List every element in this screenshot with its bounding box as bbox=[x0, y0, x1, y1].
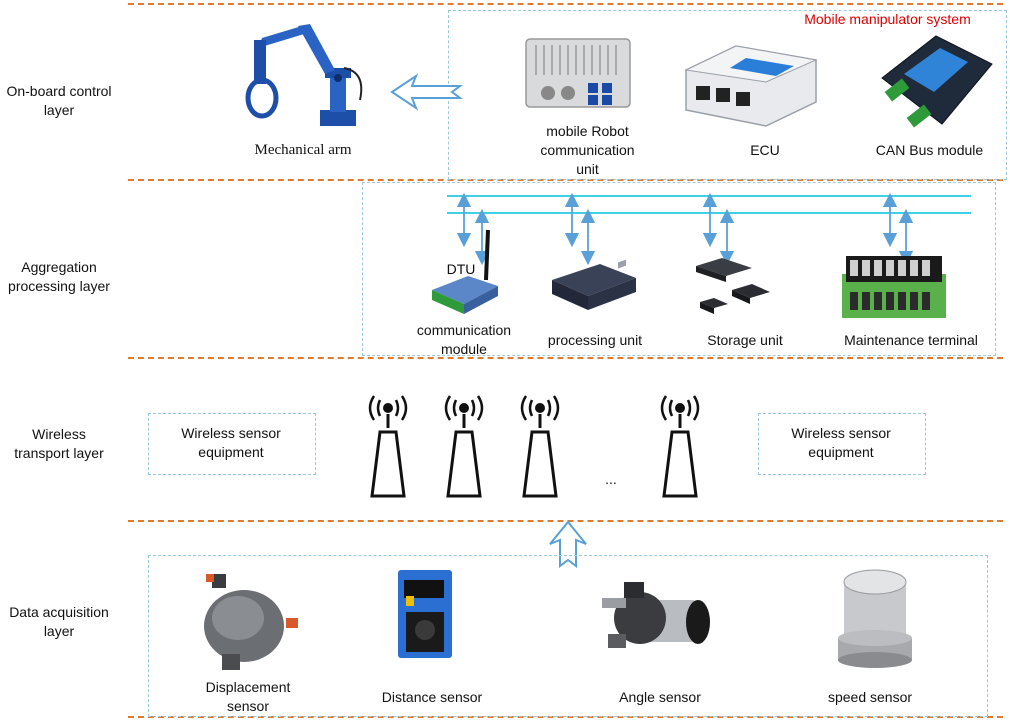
up-arrow-icon bbox=[549, 520, 587, 568]
dtu-label: DTU bbox=[446, 261, 476, 277]
robot-arm-icon bbox=[245, 24, 363, 126]
aggregation-box bbox=[362, 182, 996, 356]
layer-label-acquisition: Data acquisition layer bbox=[9, 604, 109, 639]
ecu-device-icon bbox=[684, 45, 818, 127]
left-arrow-icon bbox=[390, 73, 463, 111]
displacement-sensor-icon bbox=[204, 574, 298, 670]
acquisition-box bbox=[148, 555, 988, 717]
speed-sensor-label: speed sensor bbox=[827, 689, 913, 705]
layer-label-aggregation: Aggregation processing layer bbox=[8, 259, 110, 294]
wireless-left-box bbox=[148, 413, 316, 475]
can-bus-module-icon bbox=[881, 35, 993, 128]
layer-divider-2 bbox=[128, 357, 1003, 359]
wireless-right-box bbox=[758, 413, 926, 475]
displacement-sensor-label: Displacement sensor bbox=[205, 679, 291, 714]
mechanical-arm-label: Mechanical arm bbox=[254, 142, 352, 158]
antenna-tower-icon bbox=[520, 395, 560, 498]
speed-sensor-icon bbox=[838, 569, 912, 668]
layer-divider-bottom bbox=[128, 716, 1003, 718]
antenna-tower-icon bbox=[444, 395, 484, 498]
angle-sensor-icon bbox=[602, 582, 710, 648]
ellipsis-text: ... bbox=[605, 471, 617, 487]
antenna-tower-icon bbox=[660, 395, 700, 498]
comm-module-label: communication module bbox=[416, 322, 512, 357]
system-title: Mobile manipulator system bbox=[804, 11, 971, 27]
maintenance-terminal-label: Maintenance terminal bbox=[844, 332, 978, 348]
antenna-tower-icon bbox=[368, 395, 408, 498]
processing-unit-label: processing unit bbox=[547, 332, 643, 348]
processing-unit-icon bbox=[552, 259, 636, 310]
terminal-block-icon bbox=[842, 256, 946, 318]
comm-unit-label: mobile Robot communication unit bbox=[540, 123, 635, 177]
wireless-right-label: Wireless sensor equipment bbox=[791, 425, 891, 460]
wireless-left-label: Wireless sensor equipment bbox=[181, 425, 281, 460]
comm-unit-device-icon bbox=[525, 38, 631, 108]
layer-divider-3 bbox=[128, 520, 1003, 522]
dtu-modem-icon bbox=[432, 229, 498, 314]
distance-sensor-label: Distance sensor bbox=[381, 689, 483, 705]
storage-drive-icon bbox=[696, 258, 770, 314]
can-bus-label: CAN Bus module bbox=[875, 142, 984, 158]
layer-label-wireless: Wireless transport layer bbox=[14, 426, 104, 461]
ecu-label: ECU bbox=[750, 142, 780, 158]
layer-divider-1 bbox=[128, 179, 1003, 181]
angle-sensor-label: Angle sensor bbox=[619, 689, 701, 705]
layer-divider-top bbox=[128, 3, 1003, 5]
layer-label-onboard: On-board control layer bbox=[6, 83, 112, 118]
storage-unit-label: Storage unit bbox=[707, 332, 783, 348]
distance-sensor-icon bbox=[398, 570, 452, 658]
